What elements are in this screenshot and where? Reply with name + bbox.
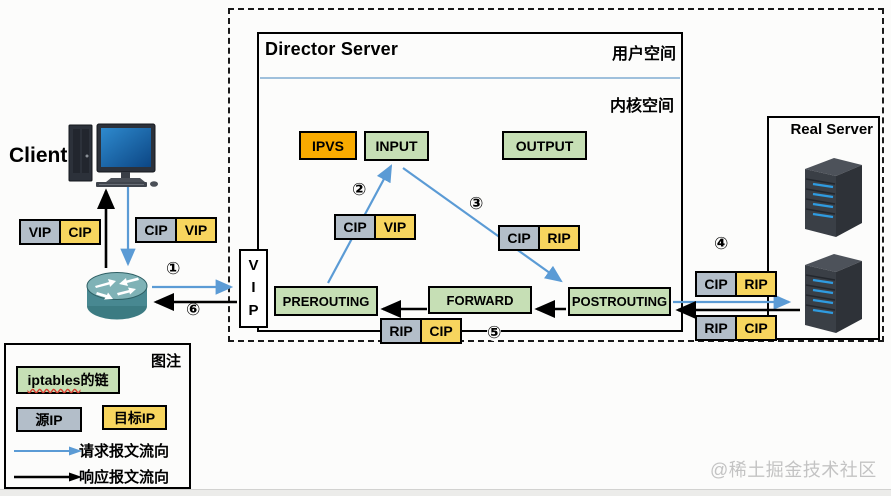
dest-ip-cell: CIP bbox=[61, 221, 99, 243]
input-chain-box: INPUT bbox=[364, 131, 429, 161]
watermark: @稀土掘金技术社区 bbox=[710, 460, 877, 480]
client-label: Client bbox=[9, 144, 68, 167]
source-ip-cell: CIP bbox=[137, 219, 177, 241]
source-ip-cell: CIP bbox=[336, 216, 376, 238]
source-ip-cell: CIP bbox=[697, 273, 737, 295]
prerouting-chain-box: PREROUTING bbox=[274, 286, 378, 316]
ipvs-box: IPVS bbox=[299, 131, 357, 160]
step-number-5: ⑤ bbox=[487, 323, 502, 342]
legend-chain-zh: 的链 bbox=[80, 372, 109, 388]
ip-pair-step3: CIP RIP bbox=[498, 225, 580, 251]
request-flow-arrow-icon bbox=[14, 446, 82, 456]
step-number-4: ④ bbox=[714, 234, 729, 253]
step-number-1: ① bbox=[166, 259, 181, 278]
vip-node: V I P bbox=[239, 249, 268, 328]
dest-ip-cell: VIP bbox=[376, 216, 414, 238]
user-space-label: 用户空间 bbox=[611, 46, 676, 63]
legend-title: 图注 bbox=[150, 353, 181, 370]
response-flow-arrow-icon bbox=[14, 472, 82, 482]
dest-ip-cell: CIP bbox=[737, 317, 775, 339]
output-chain-box: OUTPUT bbox=[502, 131, 587, 160]
ip-pair-client-request: CIP VIP bbox=[135, 217, 217, 243]
vip-letter: V bbox=[248, 256, 259, 274]
legend-chain-en: iptables bbox=[27, 372, 81, 388]
outer-dashed-boundary bbox=[228, 8, 884, 342]
step-number-3: ③ bbox=[469, 194, 484, 213]
step-number-2: ② bbox=[352, 180, 367, 199]
decorative-bottom-strip bbox=[0, 489, 891, 496]
source-ip-cell: RIP bbox=[697, 317, 737, 339]
kernel-space-label: 内核空间 bbox=[609, 98, 674, 115]
director-server-title: Director Server bbox=[265, 39, 399, 59]
server-tower-icon bbox=[805, 254, 862, 333]
forward-chain-box: FORWARD bbox=[428, 286, 532, 314]
legend-response-flow-label: 响应报文流向 bbox=[79, 469, 170, 486]
dest-ip-cell: RIP bbox=[540, 227, 578, 249]
vip-letter: P bbox=[248, 301, 259, 319]
source-ip-cell: CIP bbox=[500, 227, 540, 249]
space-divider-line bbox=[260, 77, 680, 79]
director-server-box: Director Server 用户空间 内核空间 bbox=[257, 32, 683, 332]
client-computer-icon bbox=[68, 123, 158, 187]
legend-dest-ip-box: 目标IP bbox=[102, 405, 167, 430]
dest-ip-cell: RIP bbox=[737, 273, 775, 295]
dest-ip-cell: CIP bbox=[422, 320, 460, 342]
source-ip-cell: RIP bbox=[382, 320, 422, 342]
dest-ip-cell: VIP bbox=[177, 219, 215, 241]
ip-pair-step5: RIP CIP bbox=[380, 318, 462, 344]
ip-pair-step2: CIP VIP bbox=[334, 214, 416, 240]
router-icon bbox=[86, 272, 148, 320]
postrouting-chain-box: POSTROUTING bbox=[568, 287, 671, 316]
server-tower-icon bbox=[805, 158, 862, 237]
step-number-6: ⑥ bbox=[186, 300, 201, 319]
ip-pair-step4: CIP RIP bbox=[695, 271, 777, 297]
vip-letter: I bbox=[251, 279, 256, 297]
legend-request-flow-label: 请求报文流向 bbox=[79, 443, 170, 460]
ip-pair-server-response: RIP CIP bbox=[695, 315, 777, 341]
ip-pair-client-response: VIP CIP bbox=[19, 219, 101, 245]
real-server-title: Real Server bbox=[790, 121, 873, 138]
source-ip-cell: VIP bbox=[21, 221, 61, 243]
legend-source-ip-box: 源IP bbox=[16, 407, 82, 432]
